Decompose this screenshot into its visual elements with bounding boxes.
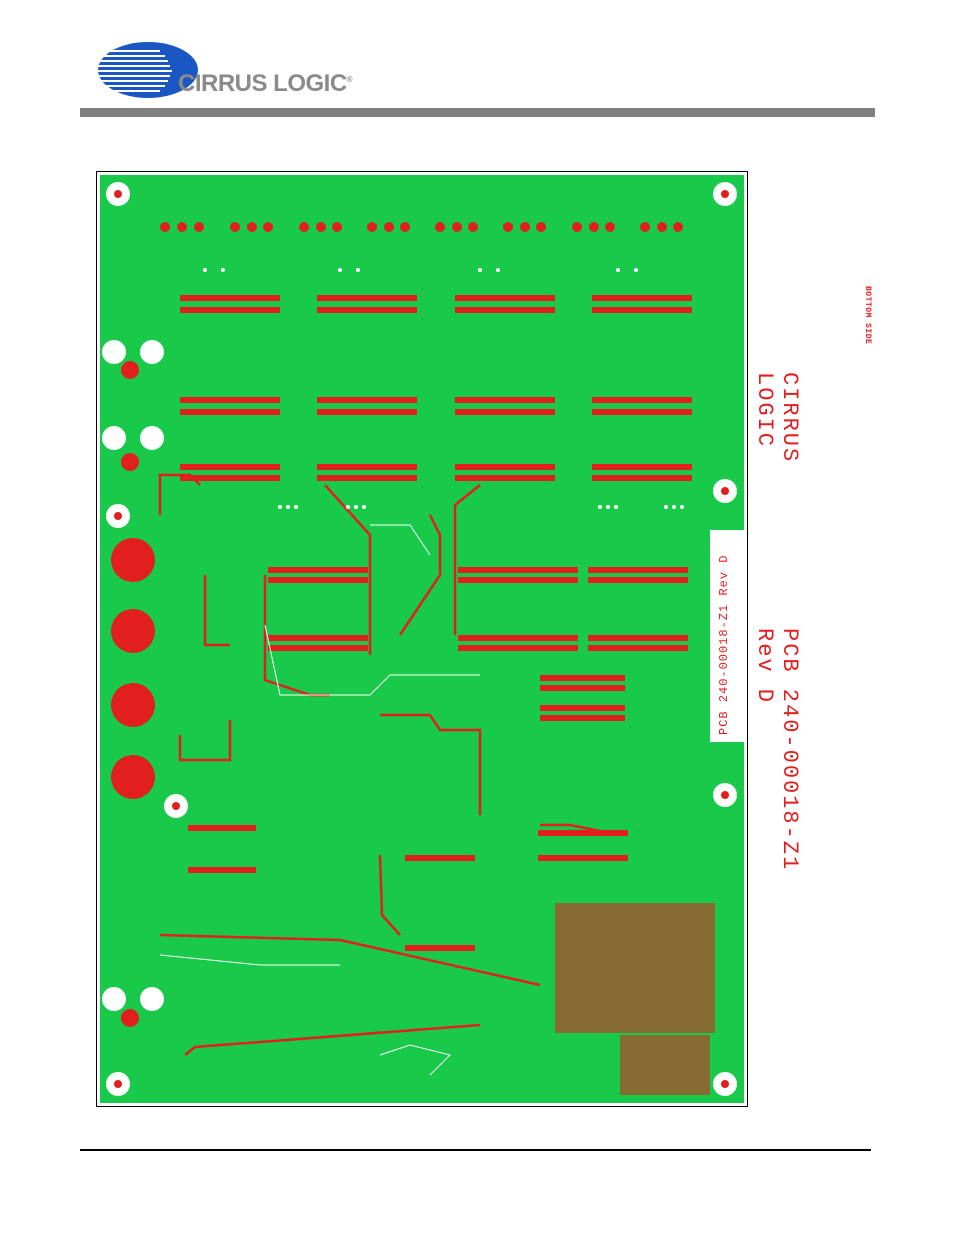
company-name: CIRRUS LOGIC® (178, 70, 353, 97)
pcb-silk-label: PCB 240-00018-Z1 Rev D (717, 554, 731, 735)
pcb-part-number-text: PCB 240-00018-Z1 Rev D (752, 628, 802, 872)
silkscreen-label-box (710, 530, 744, 742)
header-rule (80, 108, 875, 117)
footer-rule (80, 1149, 871, 1151)
cirrus-logic-logo (80, 42, 198, 98)
pcb-company-text: CIRRUS LOGIC (752, 372, 802, 464)
pcb-bottom-layer-image (100, 175, 744, 1103)
layer-label: BOTTOM SIDE (863, 286, 872, 345)
